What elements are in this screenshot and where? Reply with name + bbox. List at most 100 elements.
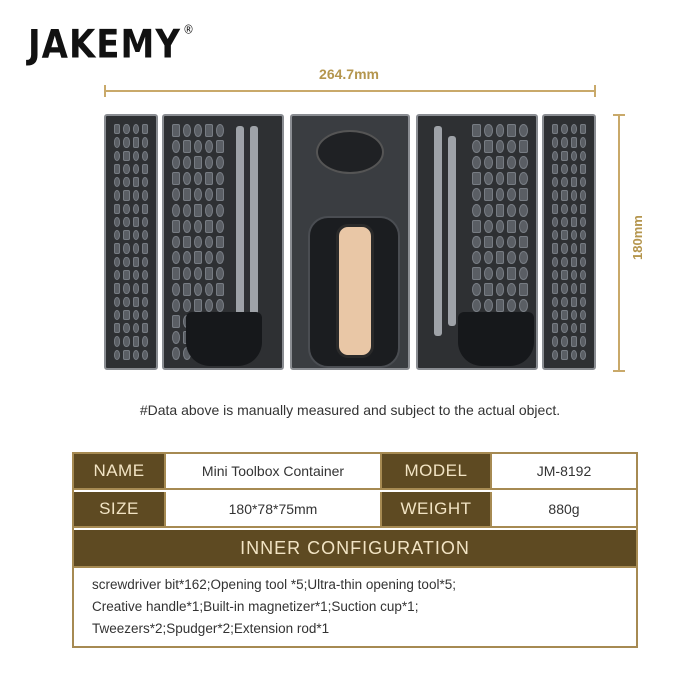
screwdriver-bit (123, 283, 130, 294)
screwdriver-bit (579, 349, 586, 360)
screwdriver-bit (114, 256, 121, 268)
screwdriver-bit (132, 203, 139, 214)
screwdriver-bit (205, 299, 213, 313)
screwdriver-bit (579, 150, 586, 161)
screwdriver-bit (552, 124, 559, 135)
brand-name: JAKEMY (28, 22, 181, 68)
spudger (448, 136, 456, 326)
screwdriver-bit (472, 235, 481, 249)
screwdriver-bit (172, 171, 180, 185)
screwdriver-bit (561, 309, 568, 321)
screwdriver-bit (561, 336, 568, 347)
screwdriver-bit (552, 190, 559, 201)
screwdriver-bit (561, 216, 568, 228)
screwdriver-bit (579, 256, 586, 268)
screwdriver-bit (561, 349, 568, 360)
screwdriver-bit (552, 323, 559, 334)
screwdriver-bit (194, 139, 202, 153)
screwdriver-bit (495, 299, 505, 313)
screwdriver-bit (183, 203, 191, 217)
screwdriver-bit (483, 267, 493, 281)
screwdriver-bit (552, 270, 559, 281)
screwdriver-bit (552, 349, 559, 360)
screwdriver-bit (114, 163, 121, 175)
screwdriver-bit (114, 150, 121, 161)
screwdriver-bit (172, 124, 180, 137)
screwdriver-bit (123, 190, 130, 201)
screwdriver-bit (216, 139, 224, 153)
screwdriver-bit (123, 203, 130, 214)
screwdriver-bit (579, 190, 586, 201)
screwdriver-bit (579, 230, 586, 241)
screwdriver-bit (123, 243, 130, 254)
screwdriver-bit (579, 177, 586, 188)
screwdriver-bit (519, 203, 528, 217)
screwdriver-bit (114, 270, 121, 281)
screwdriver-bit (194, 283, 202, 297)
screwdriver-bit (472, 283, 481, 297)
screwdriver-bit (114, 216, 121, 228)
screwdriver-bit (472, 155, 481, 169)
inner-configuration-list: screwdriver bit*162;Opening tool *5;Ultr… (92, 574, 622, 640)
screwdriver-bit (483, 187, 493, 201)
spec-row: SIZE 180*78*75mm WEIGHT 880g (74, 492, 636, 528)
brand-logo: JAKEMY® (28, 22, 195, 68)
screwdriver-bit (123, 177, 130, 188)
screwdriver-bit (132, 323, 139, 334)
screwdriver-bit (579, 163, 586, 175)
screwdriver-bit (132, 150, 139, 161)
screwdriver-bit (172, 155, 180, 169)
screwdriver-bit (561, 203, 568, 214)
tweezers (250, 126, 258, 316)
screwdriver-bit (483, 155, 493, 169)
screwdriver-bit (183, 347, 191, 360)
screwdriver-bit (123, 309, 130, 321)
screwdriver-bit (483, 235, 493, 249)
screwdriver-bit (114, 323, 121, 334)
screwdriver-bit (123, 150, 130, 161)
screwdriver-bit (519, 235, 528, 249)
screwdriver-bit (570, 349, 577, 360)
screwdriver-bit (519, 219, 528, 233)
screwdriver-bit (561, 323, 568, 334)
left-outer-panel (104, 114, 158, 370)
size-label: SIZE (74, 492, 166, 526)
screwdriver-bit (172, 267, 180, 281)
screwdriver-bit (552, 296, 559, 307)
right-outer-panel (542, 114, 596, 370)
screwdriver-bit (519, 171, 528, 185)
screwdriver-bit (132, 216, 139, 228)
registered-mark: ® (183, 22, 195, 37)
screwdriver-bit (114, 243, 121, 254)
screwdriver-bit (570, 270, 577, 281)
screwdriver-bit (132, 349, 139, 360)
screwdriver-bit (561, 243, 568, 254)
screwdriver-bit (561, 270, 568, 281)
screwdriver-bit (114, 296, 121, 307)
screwdriver-bit (172, 315, 180, 329)
screwdriver-bit (114, 336, 121, 347)
screwdriver-bit (183, 267, 191, 281)
screwdriver-bit (507, 139, 517, 153)
screwdriver-bit (216, 267, 224, 281)
weight-value: 880g (492, 492, 636, 526)
screwdriver-bit (123, 323, 130, 334)
screwdriver-bit (472, 124, 481, 137)
screwdriver-bit (205, 139, 213, 153)
screwdriver-bit (472, 267, 481, 281)
screwdriver-bit (519, 124, 528, 137)
screwdriver-bit (579, 270, 586, 281)
spec-table: NAME Mini Toolbox Container MODEL JM-819… (72, 452, 638, 648)
screwdriver-bit (205, 235, 213, 249)
screwdriver-bit (472, 139, 481, 153)
screwdriver-bit (194, 124, 202, 137)
screwdriver-bit (183, 139, 191, 153)
inner-configuration-heading: INNER CONFIGURATION (74, 530, 636, 568)
screwdriver-bit (183, 251, 191, 265)
extension-rod (434, 126, 442, 336)
screwdriver-bit (216, 299, 224, 313)
screwdriver-bit (183, 235, 191, 249)
screwdriver-bit (570, 283, 577, 294)
screwdriver-bit (194, 299, 202, 313)
screwdriver-bit (123, 296, 130, 307)
